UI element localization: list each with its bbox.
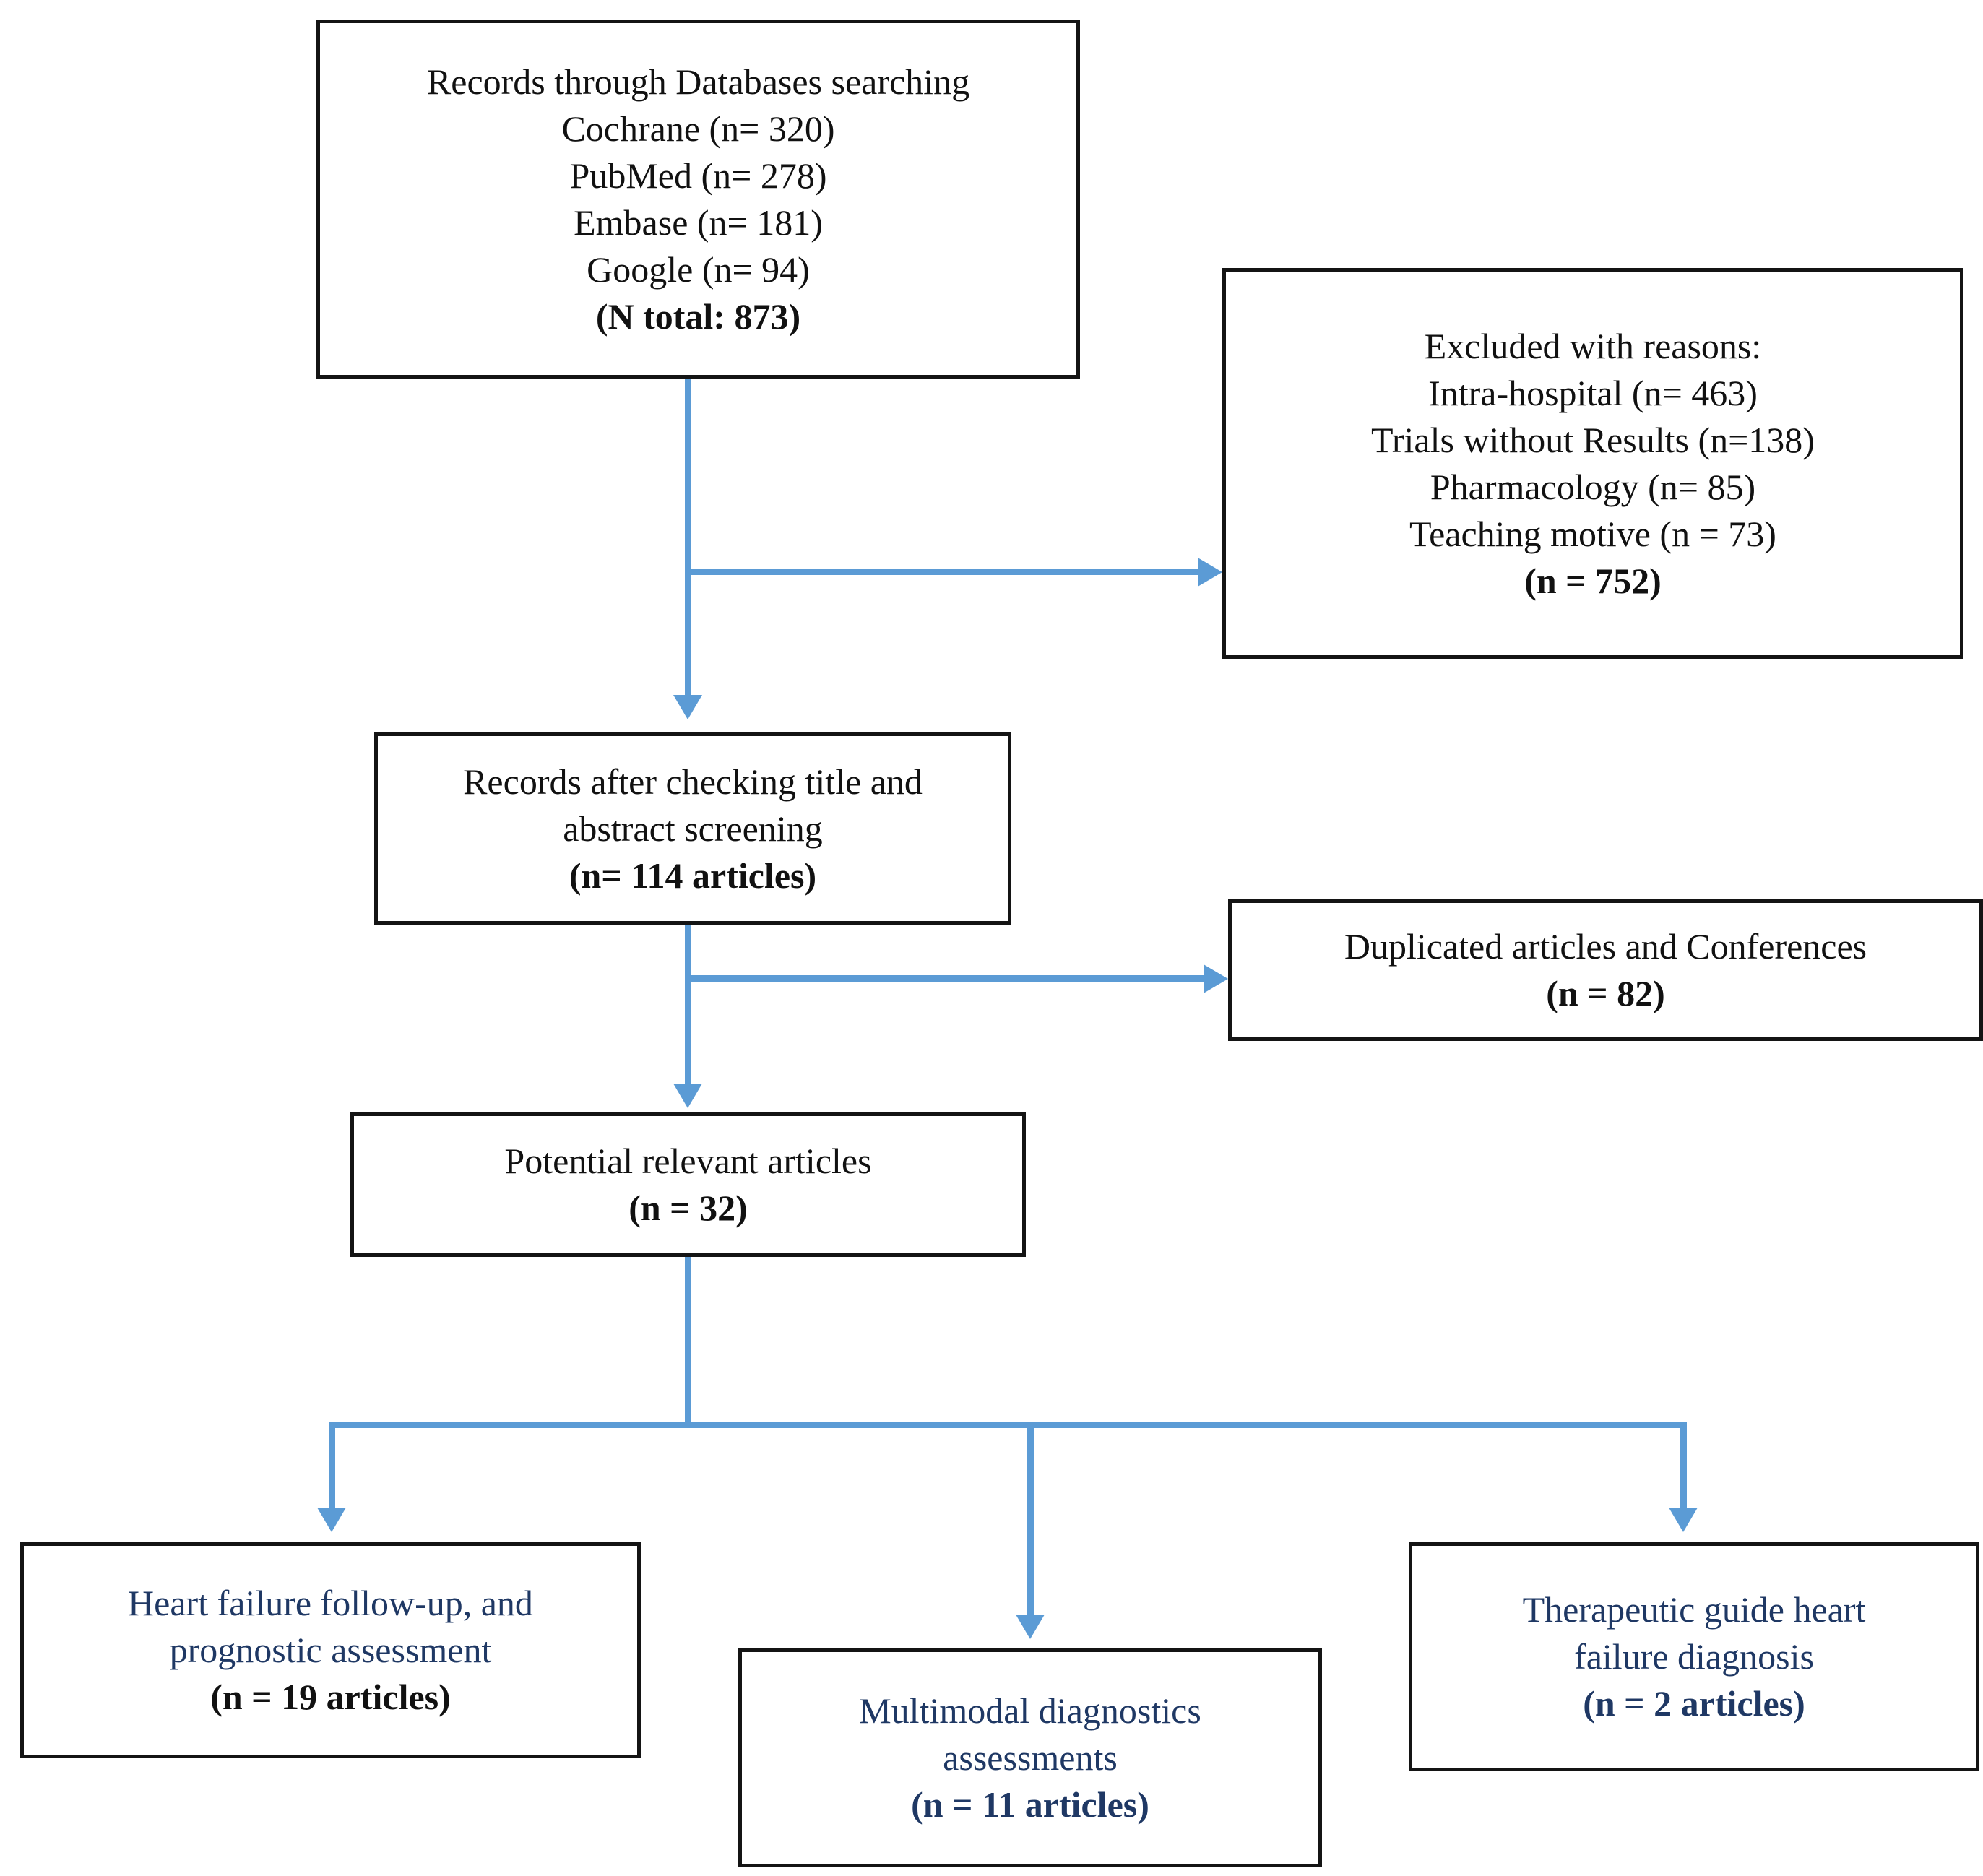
records-databases-line-3: Embase (n= 181) — [574, 202, 823, 243]
connector-databases-to-screening-vertical — [685, 379, 691, 696]
records-after-screening-line-1: abstract screening — [563, 808, 823, 849]
records-databases-line-4: Google (n= 94) — [587, 248, 810, 290]
therapeutic-guide-line-0: Therapeutic guide heart — [1522, 1589, 1866, 1630]
node-potential-relevant: Potential relevant articles (n = 32) — [350, 1112, 1026, 1257]
arrowhead-down-to-therapeutic — [1669, 1508, 1698, 1532]
arrowhead-down-to-multimodal — [1016, 1615, 1045, 1639]
arrowhead-down-to-heart-failure — [317, 1508, 346, 1532]
connector-split-to-multimodal-vertical — [1027, 1428, 1034, 1616]
connector-split-to-heart-failure-vertical — [329, 1428, 335, 1509]
records-databases-line-1: Cochrane (n= 320) — [561, 108, 835, 149]
duplicated-articles-count: (n = 82) — [1546, 973, 1665, 1013]
node-records-databases: Records through Databases searching Coch… — [316, 20, 1080, 379]
excluded-reasons-line-0: Excluded with reasons: — [1424, 325, 1762, 366]
node-heart-failure-followup: Heart failure follow-up, and prognostic … — [20, 1542, 641, 1758]
excluded-reasons-line-3: Pharmacology (n= 85) — [1430, 466, 1756, 507]
records-after-screening-count: (n= 114 articles) — [569, 855, 817, 896]
multimodal-diagnostics-line-1: assessments — [943, 1737, 1118, 1778]
excluded-reasons-line-1: Intra-hospital (n= 463) — [1428, 372, 1758, 413]
connector-split-to-therapeutic-vertical — [1680, 1428, 1687, 1509]
multimodal-diagnostics-count: (n = 11 articles) — [911, 1784, 1149, 1825]
arrowhead-right-to-duplicated — [1204, 964, 1228, 993]
node-duplicated-articles: Duplicated articles and Conferences (n =… — [1228, 899, 1983, 1041]
node-multimodal-diagnostics: Multimodal diagnostics assessments (n = … — [738, 1648, 1322, 1867]
therapeutic-guide-count: (n = 2 articles) — [1583, 1683, 1805, 1724]
heart-failure-followup-line-0: Heart failure follow-up, and — [128, 1583, 533, 1623]
excluded-reasons-total: (n = 752) — [1524, 560, 1662, 601]
excluded-reasons-line-2: Trials without Results (n=138) — [1371, 419, 1815, 460]
connector-screening-to-potential-vertical — [685, 925, 691, 1085]
duplicated-articles-line-0: Duplicated articles and Conferences — [1344, 926, 1867, 967]
multimodal-diagnostics-line-0: Multimodal diagnostics — [859, 1690, 1201, 1731]
excluded-reasons-line-4: Teaching motive (n = 73) — [1409, 513, 1776, 554]
heart-failure-followup-line-1: prognostic assessment — [169, 1630, 492, 1670]
records-databases-line-2: PubMed (n= 278) — [569, 155, 827, 196]
node-excluded-reasons: Excluded with reasons: Intra-hospital (n… — [1222, 268, 1963, 659]
node-records-after-screening: Records after checking title and abstrac… — [374, 732, 1011, 925]
node-therapeutic-guide: Therapeutic guide heart failure diagnosi… — [1409, 1542, 1979, 1771]
connector-screening-to-duplicated-horizontal — [685, 975, 1211, 982]
records-after-screening-line-0: Records after checking title and — [463, 761, 923, 802]
potential-relevant-line-0: Potential relevant articles — [504, 1141, 872, 1181]
connector-potential-trunk-vertical — [685, 1257, 691, 1428]
heart-failure-followup-count: (n = 19 articles) — [210, 1677, 451, 1717]
arrowhead-down-to-potential — [673, 1084, 702, 1108]
connector-split-bar-horizontal — [329, 1422, 1687, 1428]
therapeutic-guide-line-1: failure diagnosis — [1574, 1636, 1814, 1677]
records-databases-total: (N total: 873) — [595, 295, 801, 337]
potential-relevant-count: (n = 32) — [628, 1188, 748, 1228]
records-databases-line-0: Records through Databases searching — [426, 61, 970, 102]
arrowhead-down-to-screening — [673, 695, 702, 719]
arrowhead-right-to-excluded — [1198, 558, 1222, 587]
connector-databases-to-excluded-horizontal — [685, 569, 1205, 575]
